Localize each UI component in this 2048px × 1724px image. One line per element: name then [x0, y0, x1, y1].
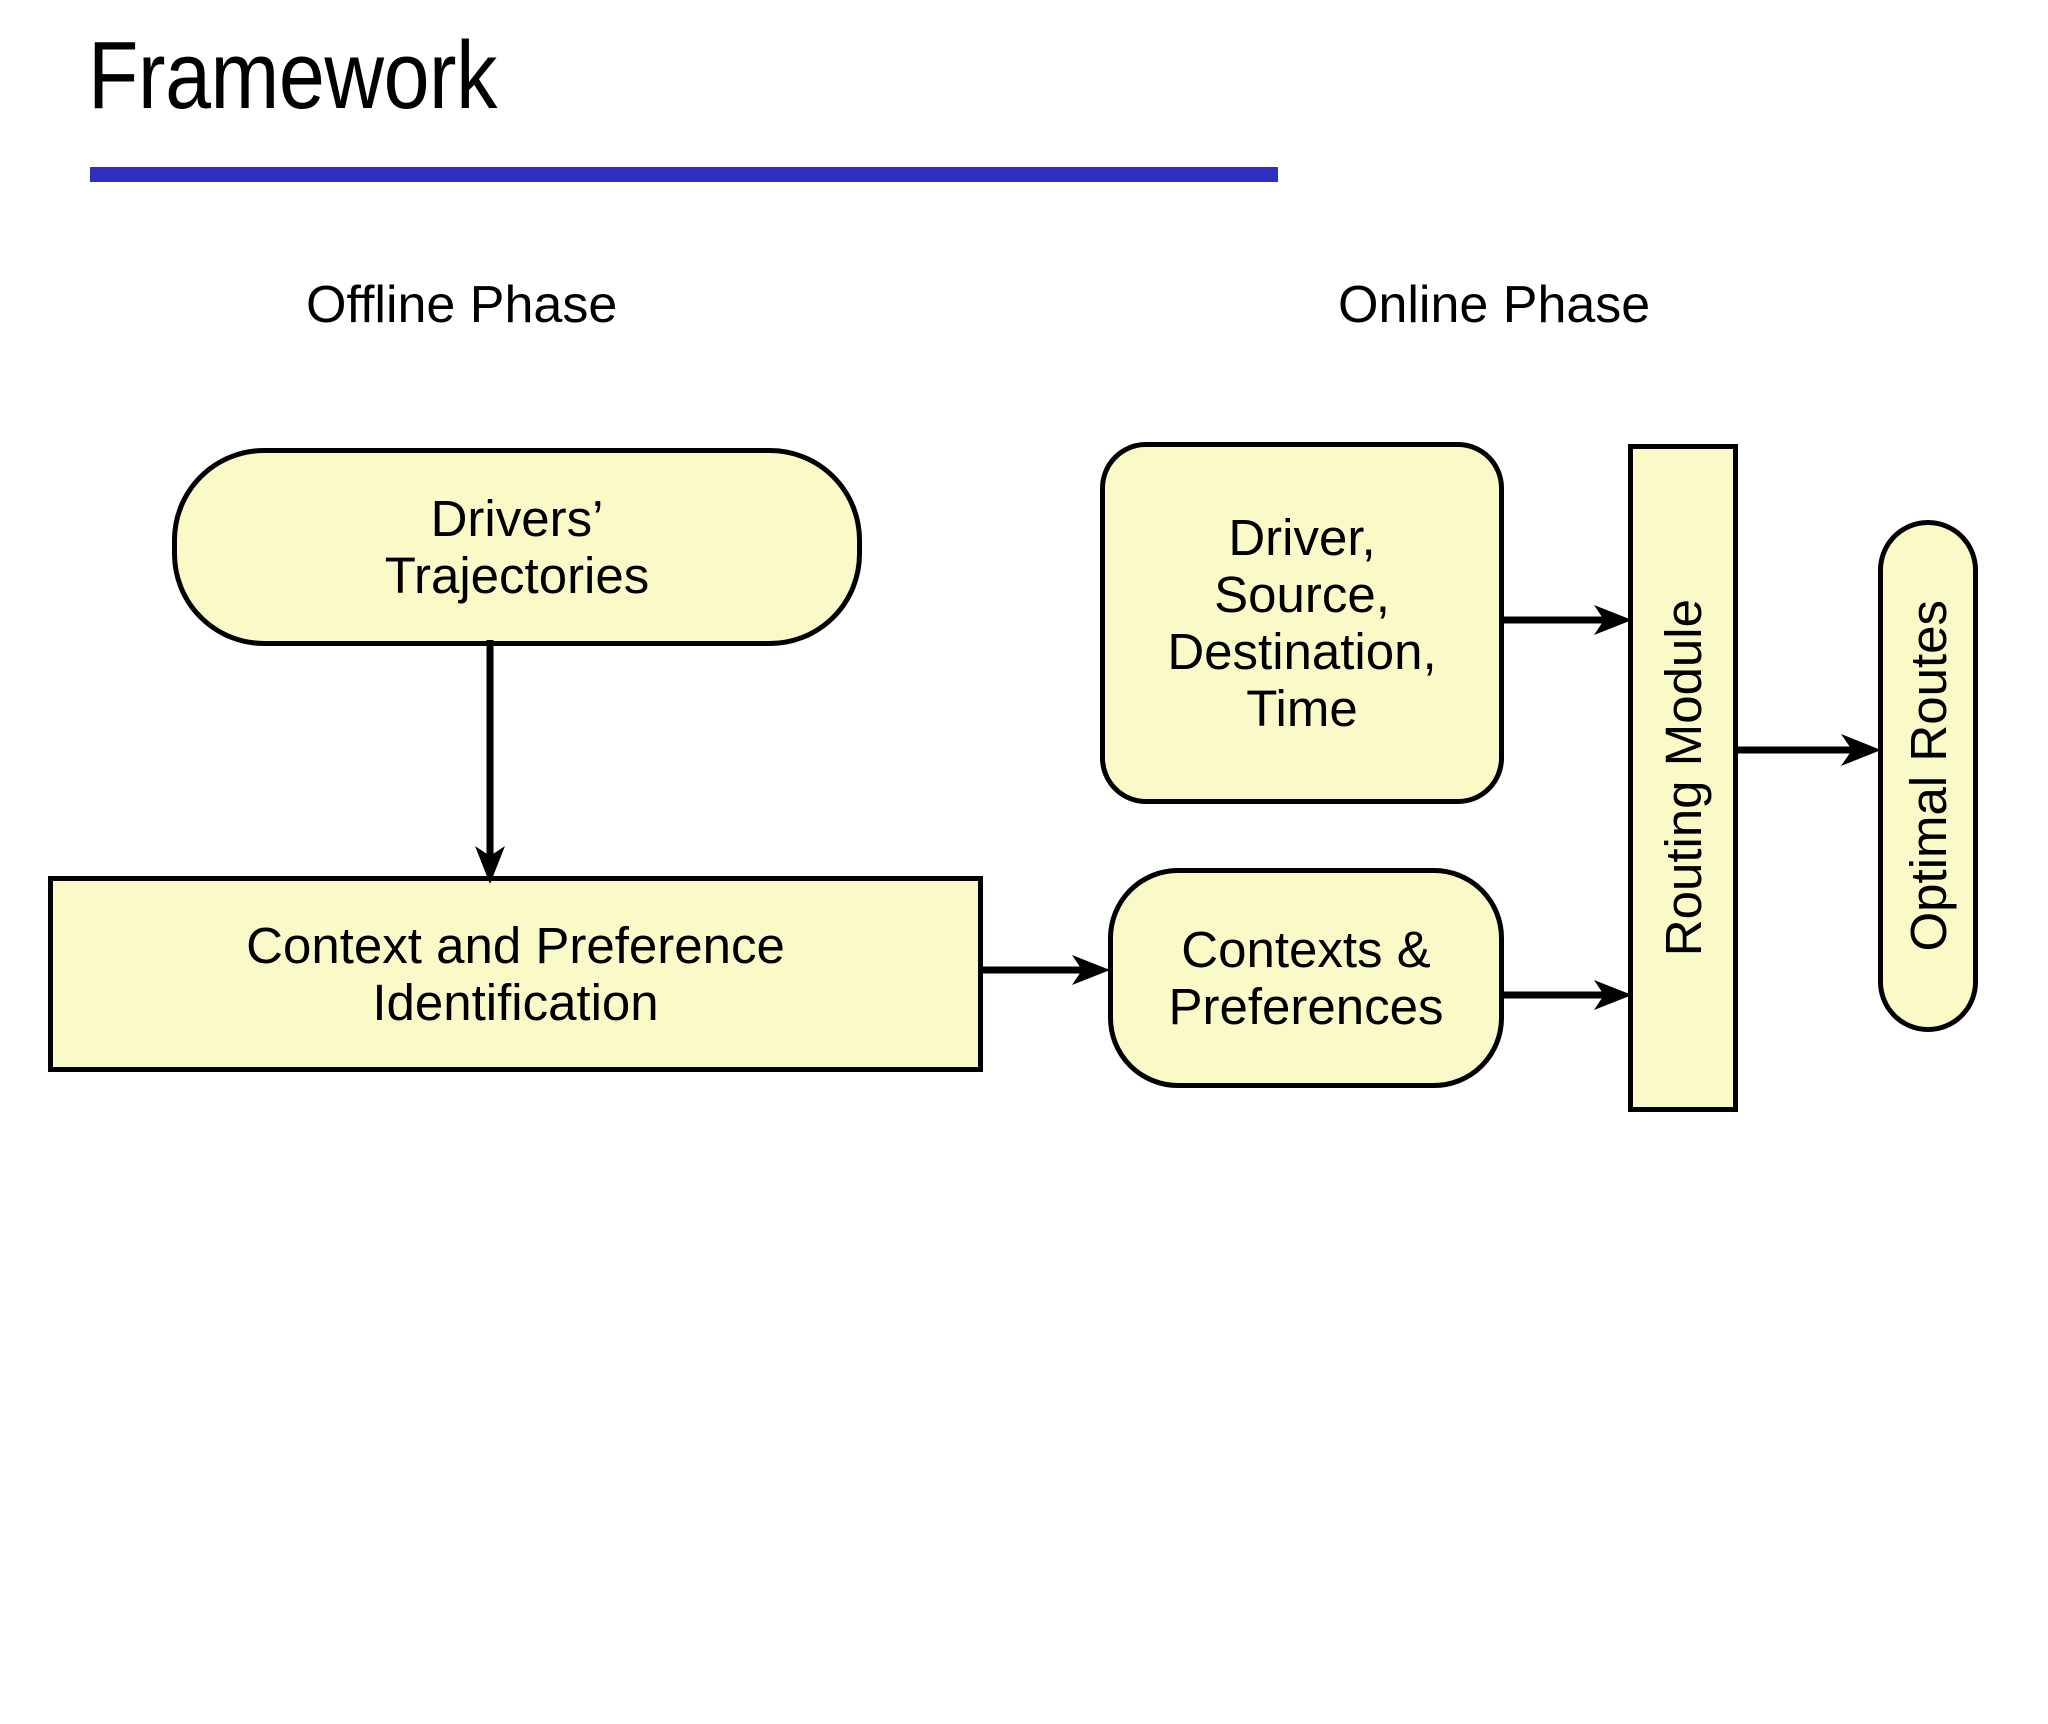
optimal-routes-label: Optimal Routes	[1899, 600, 1957, 952]
online-phase-label: Online Phase	[1322, 272, 1667, 338]
title-underline-rule	[90, 167, 1278, 182]
node-optimal-routes: Optimal Routes	[1878, 520, 1978, 1032]
arrow-driver-inputs-to-routing-module	[1500, 600, 1640, 640]
page-title: Framework	[88, 22, 497, 129]
node-driver-source-destination-time: Driver, Source, Destination, Time	[1100, 442, 1504, 804]
node-contexts-and-preferences: Contexts & Preferences	[1108, 868, 1504, 1088]
arrow-trajectories-to-context-identification	[470, 640, 510, 890]
node-context-and-preference-identification: Context and Preference Identification	[48, 876, 983, 1072]
arrow-context-identification-to-contexts-preferences	[980, 950, 1120, 990]
node-routing-module: Routing Module	[1628, 444, 1738, 1112]
offline-phase-label: Offline Phase	[290, 272, 634, 338]
arrow-contexts-preferences-to-routing-module	[1500, 975, 1640, 1015]
arrow-routing-module-to-optimal-routes	[1735, 730, 1895, 770]
node-drivers-trajectories: Drivers’ Trajectories	[172, 448, 862, 646]
routing-module-label: Routing Module	[1654, 599, 1712, 957]
